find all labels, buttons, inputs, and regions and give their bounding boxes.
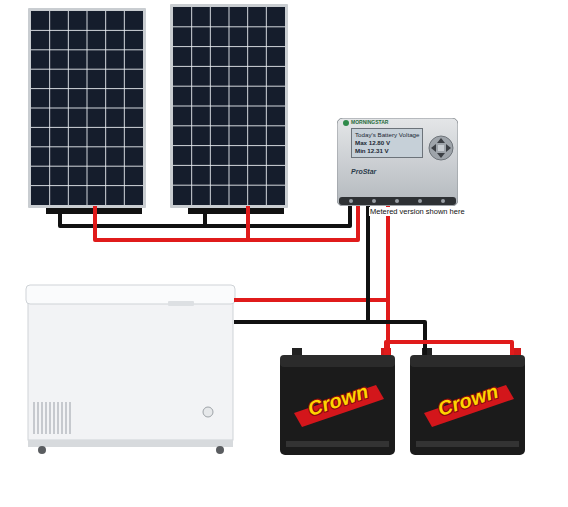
- wires: [60, 204, 388, 322]
- cell-line: [173, 46, 285, 47]
- panel-positive-wire: [95, 204, 358, 240]
- cable: [386, 206, 390, 355]
- freezer-vent: [49, 402, 51, 434]
- cell-line: [31, 166, 143, 167]
- cell-line: [173, 125, 285, 126]
- model-name: ProStar: [351, 168, 376, 175]
- cell-line: [31, 185, 143, 186]
- terminal-screw: [372, 199, 376, 203]
- battery: Crown: [280, 355, 395, 455]
- logo-mark: [343, 120, 349, 126]
- cell-line: [31, 49, 143, 50]
- panel-negative-wire: [60, 204, 350, 226]
- terminal-screw: [441, 199, 445, 203]
- terminal-screw: [395, 199, 399, 203]
- button-left: [431, 144, 436, 152]
- freezer-vent: [61, 402, 63, 434]
- freezer-vent: [65, 402, 67, 434]
- cell-line: [173, 165, 285, 166]
- panel-frame: [28, 8, 146, 208]
- button-center: [438, 145, 444, 151]
- lcd-display: Today's Battery VoltageMax 12.80 VMin 12…: [351, 128, 423, 158]
- display-reading: Today's Battery Voltage: [355, 131, 419, 139]
- cable: [368, 206, 425, 355]
- freezer-vent: [53, 402, 55, 434]
- cell-line: [31, 88, 143, 89]
- chest-freezer: [26, 285, 235, 454]
- freezer-vent: [45, 402, 47, 434]
- charge-controller: Today's Battery VoltageMax 12.80 VMin 12…: [337, 118, 458, 206]
- cell-line: [31, 127, 143, 128]
- note-label: Metered version shown here: [369, 207, 466, 216]
- freezer-vent: [57, 402, 59, 434]
- battery-case: [280, 359, 395, 455]
- battery-lid: [410, 355, 525, 367]
- display-reading: Min 12.31 V: [355, 147, 419, 155]
- cell-line: [31, 146, 143, 147]
- cell-line: [173, 106, 285, 107]
- brand-logo: MORNINGSTAR: [351, 119, 388, 125]
- freezer-negative-wire: [234, 320, 368, 324]
- panel-frame: [170, 4, 288, 208]
- freezer-vent: [69, 402, 71, 434]
- panel-negative-wire: [203, 212, 207, 226]
- battery-ridge: [416, 441, 519, 447]
- battery: Crown: [410, 355, 525, 455]
- button-down: [437, 153, 445, 158]
- button-right: [446, 144, 451, 152]
- freezer-wheel: [216, 446, 224, 454]
- terminal-strip: [339, 197, 456, 205]
- button-pad: [429, 136, 453, 160]
- freezer-knob: [203, 407, 213, 417]
- freezer-lid: [26, 285, 235, 304]
- cell-line: [31, 30, 143, 31]
- freezer-handle: [168, 301, 194, 306]
- terminal-screw: [349, 199, 353, 203]
- cell-line: [173, 86, 285, 87]
- cell-line: [173, 185, 285, 186]
- cell-line: [173, 26, 285, 27]
- freezer-positive-wire: [234, 298, 388, 302]
- panel-positive-wire: [246, 206, 250, 240]
- battery-case: [410, 359, 525, 455]
- panel-cells: [31, 11, 143, 205]
- freezer-vent: [33, 402, 35, 434]
- freezer-vent: [37, 402, 39, 434]
- solar-panel: [170, 4, 288, 214]
- battery-ridge: [286, 441, 389, 447]
- terminal-screw: [418, 199, 422, 203]
- cell-line: [31, 69, 143, 70]
- cell-line: [173, 66, 285, 67]
- panel-cells: [173, 7, 285, 205]
- freezer-base: [28, 440, 233, 447]
- solar-panel: [28, 8, 146, 214]
- freezer-vent: [41, 402, 43, 434]
- housing-face: [337, 118, 458, 206]
- freezer-body: [28, 303, 233, 440]
- button-up: [437, 138, 445, 143]
- freezer-wheel: [38, 446, 46, 454]
- battery-lid: [280, 355, 395, 367]
- cell-line: [31, 108, 143, 109]
- cell-line: [173, 145, 285, 146]
- display-reading: Max 12.80 V: [355, 139, 419, 147]
